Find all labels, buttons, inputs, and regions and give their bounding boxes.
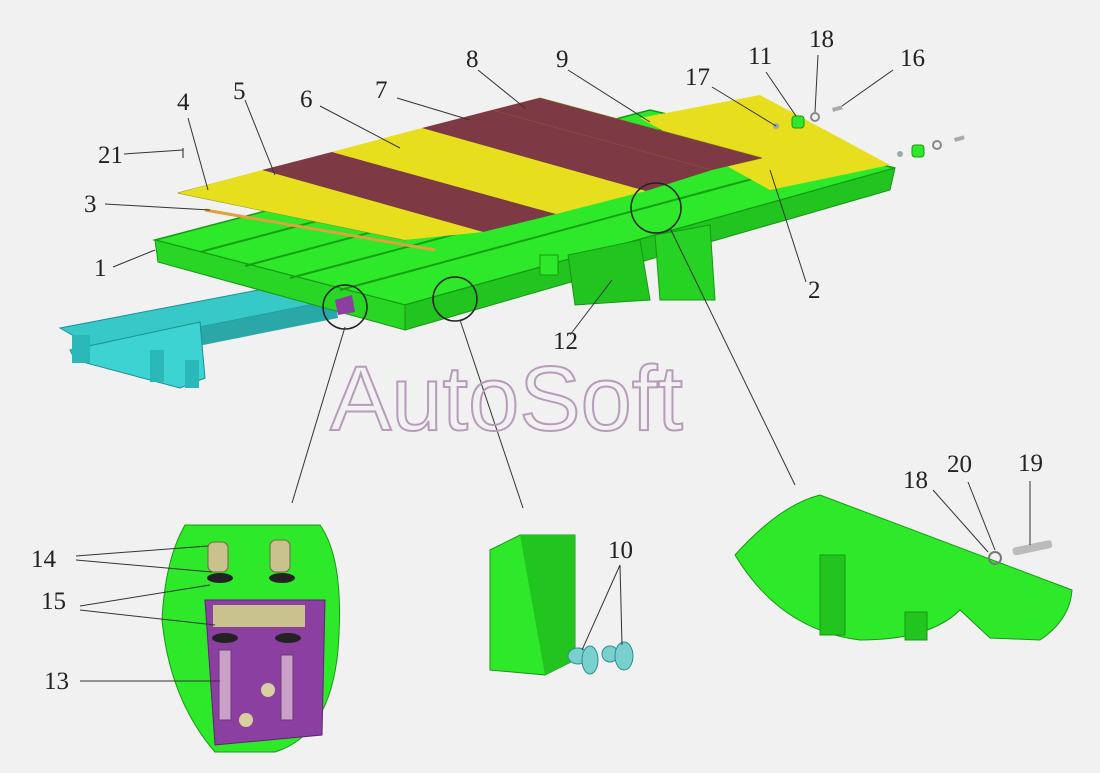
callout-8: 8 (466, 46, 479, 73)
support-blocks (539, 224, 716, 306)
callout-16: 16 (900, 45, 925, 72)
leader-lines (75, 54, 1031, 682)
callout-20: 20 (947, 451, 972, 478)
callout-18: 18 (809, 26, 834, 53)
callout-1: 1 (94, 255, 107, 282)
watermark-text: AutoSoft (330, 348, 683, 450)
callout-19: 19 (1018, 450, 1043, 477)
callout-12: 12 (553, 328, 578, 355)
callout-21: 21 (98, 142, 123, 169)
purple-bracket-small (335, 295, 355, 315)
callout-15: 15 (41, 588, 66, 615)
callout-labels: 1 2 3 4 5 6 7 8 9 10 11 12 13 14 15 16 1… (31, 26, 1043, 695)
callout-7: 7 (375, 77, 388, 104)
callout-18-detail: 18 (903, 467, 928, 494)
deck-panels (177, 97, 763, 252)
callout-10: 10 (608, 537, 633, 564)
callout-3: 3 (84, 191, 97, 218)
callout-5: 5 (233, 78, 246, 105)
callout-17: 17 (685, 64, 710, 91)
detail-frame-end-view (734, 494, 1073, 641)
detail-post-view (489, 534, 634, 676)
detail-bracket-view (161, 524, 340, 753)
fastener-set-top (182, 105, 965, 158)
callout-9: 9 (556, 46, 569, 73)
chassis-frame (58, 281, 338, 389)
callout-6: 6 (300, 86, 313, 113)
callout-11: 11 (748, 43, 772, 70)
callout-2: 2 (808, 277, 821, 304)
callout-14: 14 (31, 546, 57, 573)
callout-13: 13 (44, 668, 69, 695)
callout-4: 4 (177, 89, 190, 116)
detail-markers (322, 182, 682, 330)
